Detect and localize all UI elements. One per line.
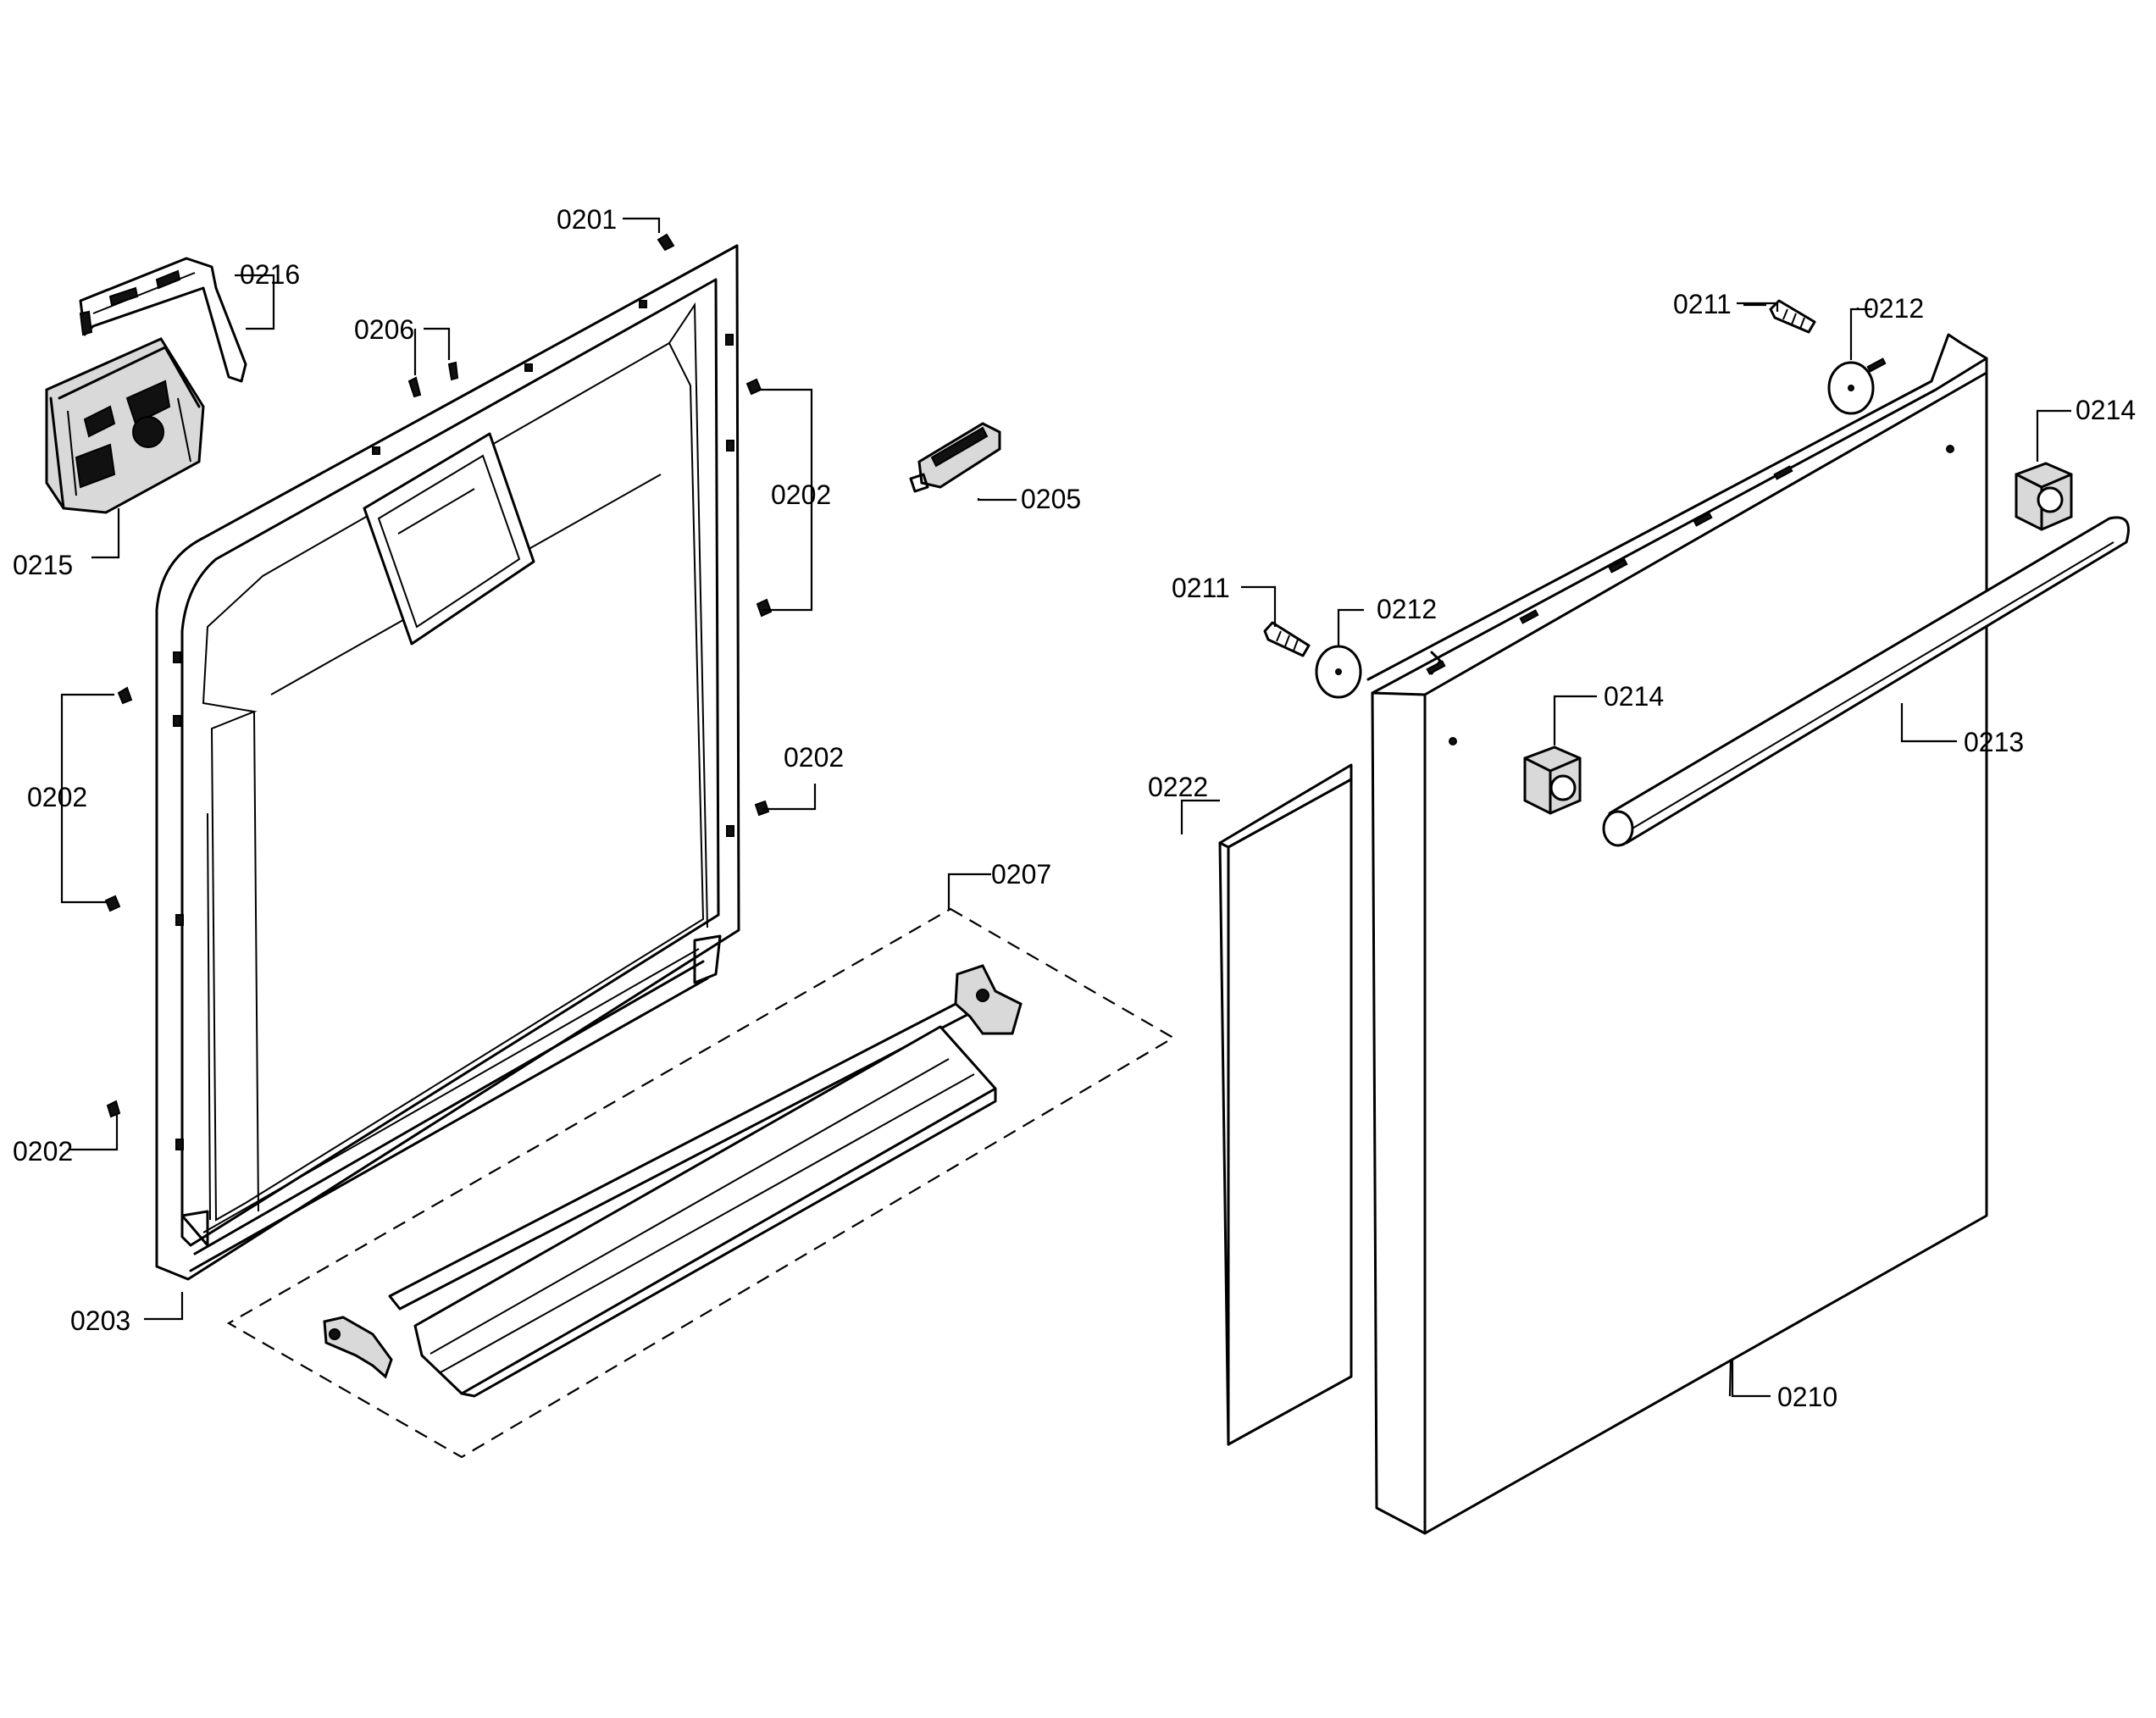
detergent-dispenser	[45, 337, 205, 514]
screw-icon	[104, 233, 773, 1118]
handle-bracket	[1523, 745, 1582, 815]
dispenser-cover	[79, 257, 247, 383]
label-0206: 0206	[354, 314, 414, 345]
door-seal-kit	[226, 907, 1176, 1459]
label-0202-right-top: 0202	[771, 479, 831, 510]
part-labels: 0201 0216 0206 0202 0205 0215 0202 0202 …	[13, 204, 2136, 1412]
label-0202-left: 0202	[27, 782, 87, 812]
label-0214-top: 0214	[2076, 395, 2136, 425]
side-trim-panel	[1218, 763, 1353, 1446]
label-0211-top: 0211	[1673, 289, 1732, 319]
washer-icon	[1827, 361, 1875, 415]
label-0211-mid: 0211	[1172, 573, 1230, 603]
door-latch	[909, 422, 1001, 493]
label-0215: 0215	[13, 550, 73, 580]
label-0214-mid: 0214	[1604, 681, 1664, 712]
label-0203: 0203	[70, 1305, 130, 1336]
inner-door-frame	[155, 244, 740, 1281]
label-0210: 0210	[1777, 1382, 1837, 1412]
outer-door-panel	[1366, 333, 1988, 1535]
label-0213: 0213	[1964, 727, 2024, 757]
label-0216: 0216	[240, 259, 300, 290]
leader-lines	[60, 217, 2071, 1398]
door-handle	[1602, 516, 2130, 847]
bolt-icon	[1769, 299, 1816, 334]
label-0207: 0207	[991, 859, 1051, 889]
label-0202-left-bottom: 0202	[13, 1136, 73, 1167]
washer-icon	[1315, 645, 1362, 699]
handle-bracket	[2015, 462, 2073, 531]
label-0212-top: 0212	[1864, 293, 1924, 324]
label-0212-mid: 0212	[1377, 594, 1437, 624]
label-0201: 0201	[557, 204, 617, 235]
label-0202-right-bottom: 0202	[784, 742, 844, 773]
label-0222: 0222	[1148, 772, 1208, 802]
label-0205: 0205	[1021, 484, 1081, 514]
bolt-icon	[1263, 621, 1311, 657]
